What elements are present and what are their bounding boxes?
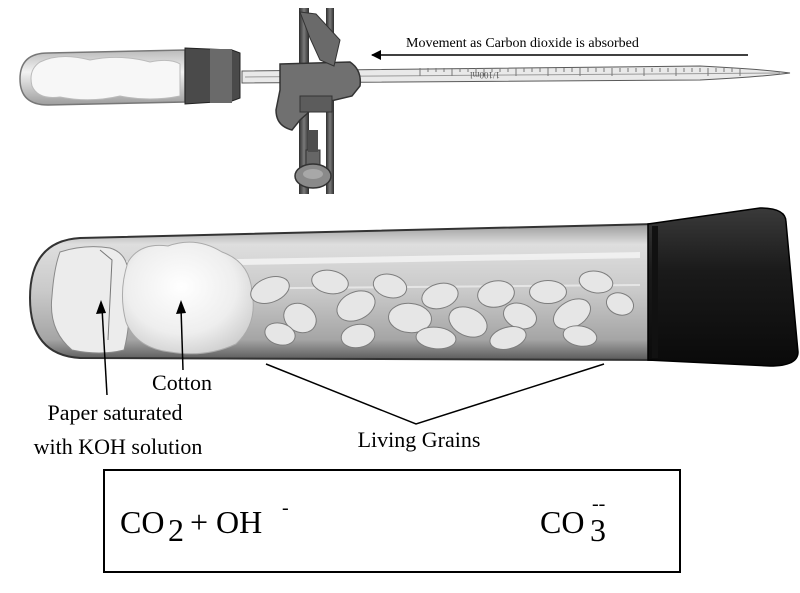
small-test-tube xyxy=(19,47,241,106)
grain xyxy=(421,282,459,310)
grain xyxy=(388,302,432,334)
equation-carbonate-charge: -- xyxy=(592,493,606,515)
paper-label-line1: Paper saturated xyxy=(47,400,183,425)
grain xyxy=(340,323,376,349)
grain xyxy=(477,280,515,308)
graduated-pipette: 1/100ml xyxy=(241,65,791,84)
equation-left-subscript: 2 xyxy=(168,512,184,548)
pipette-scale-label: 1/100ml xyxy=(469,70,500,80)
grain xyxy=(336,290,376,322)
cotton-plug xyxy=(122,241,254,355)
equation-plus-oh: + OH xyxy=(190,504,263,540)
grain xyxy=(562,325,598,347)
grain xyxy=(415,326,457,350)
grain xyxy=(264,322,296,346)
paper-pointer xyxy=(101,307,108,396)
paper-label-line2: with KOH solution xyxy=(33,434,203,459)
equation-box xyxy=(103,469,681,573)
grain xyxy=(529,279,567,305)
equation-right-co: CO xyxy=(540,504,585,540)
grain xyxy=(250,276,290,304)
equation-left-co: CO xyxy=(120,504,165,540)
cotton-pointer xyxy=(180,307,184,371)
grain xyxy=(372,273,408,299)
rubber-stopper xyxy=(647,207,799,367)
equation-hydroxide-charge: - xyxy=(282,497,289,519)
grains-pointer xyxy=(265,363,605,425)
grain xyxy=(489,326,527,350)
grain xyxy=(448,306,488,338)
grain xyxy=(578,270,614,294)
grain xyxy=(311,269,349,295)
cotton-label: Cotton xyxy=(152,370,212,395)
large-test-tube xyxy=(28,207,799,367)
movement-label: Movement as Carbon dioxide is absorbed xyxy=(406,36,639,51)
equation-right-subscript: 3 xyxy=(590,512,606,548)
clamp xyxy=(275,11,362,189)
grain xyxy=(605,292,635,316)
living-grains xyxy=(250,269,635,350)
koh-paper xyxy=(50,246,130,354)
grains-label: Living Grains xyxy=(357,427,481,452)
